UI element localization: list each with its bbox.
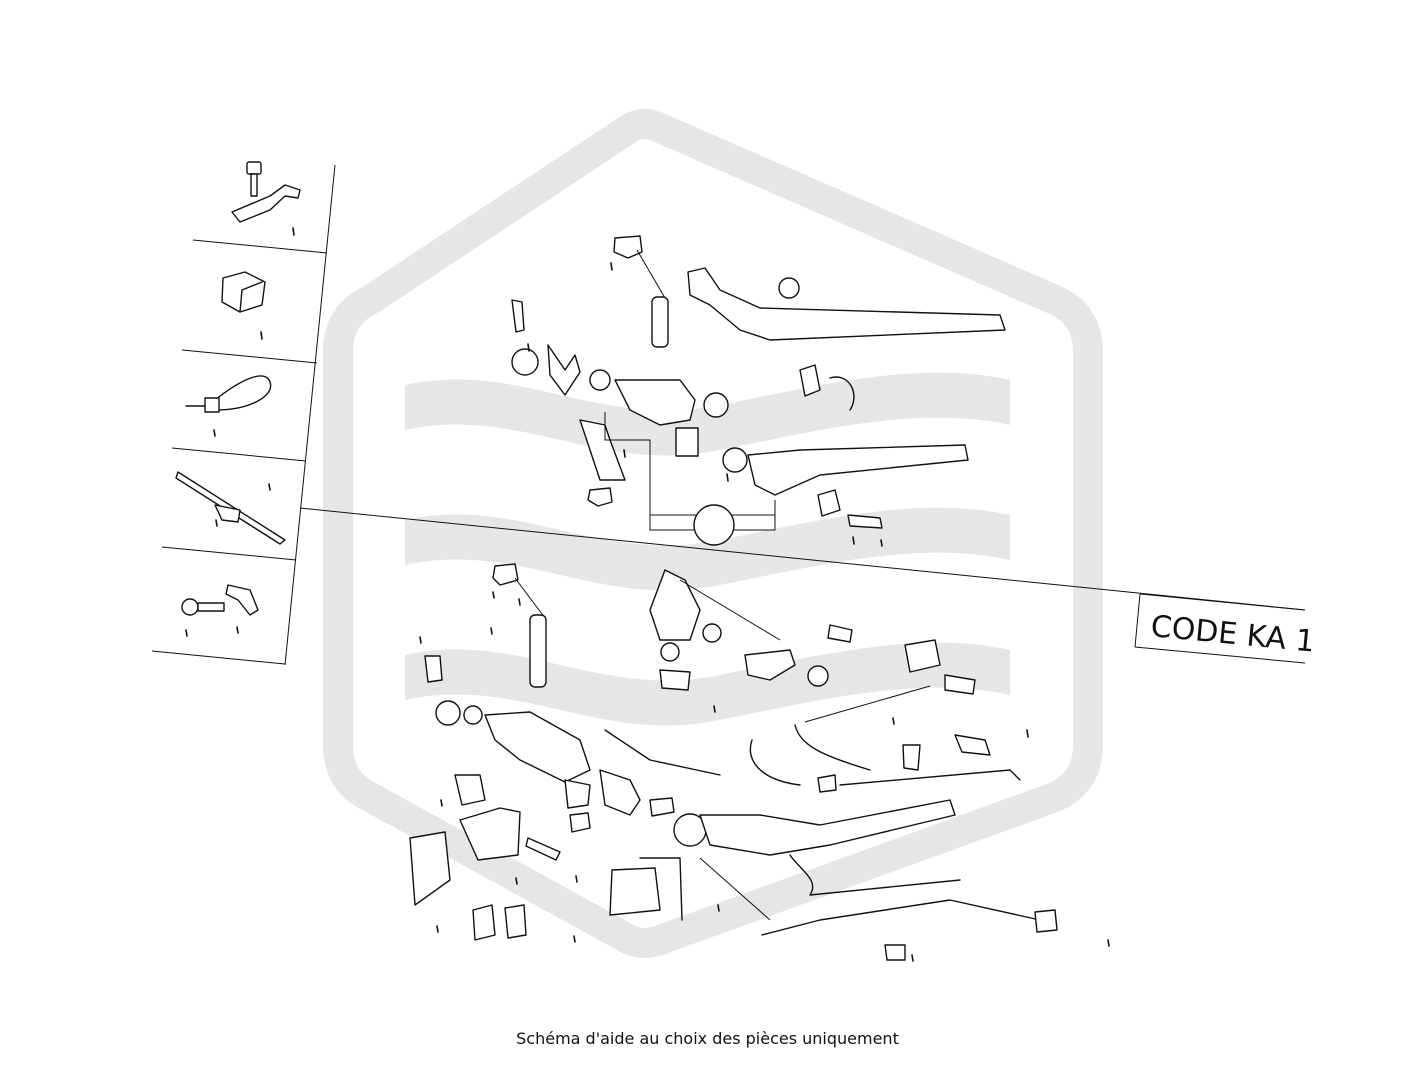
dpf-pipe-upper [747,444,969,496]
grommet-lower [454,774,486,806]
rubber-mount-lower-2 [504,904,527,939]
stud-lower [424,655,443,683]
bolt-bracket-part [231,161,301,223]
mounting-plate-lower [649,569,701,641]
lower-exhaust-assembly [409,563,1058,961]
diagram-caption: Schéma d'aide au choix des pièces unique… [516,1029,899,1048]
bracket-plate-lower [409,831,451,906]
bolt-lower-1 [827,624,853,643]
support-bracket-upper [579,419,626,481]
egr-valve-lower [744,649,796,681]
rubber-hanger-upper [817,489,841,517]
pipe-bracket-lower [609,867,661,916]
heat-shield-strip-part [175,471,286,545]
lambda-sensor-upper [651,296,669,348]
heat-shield-bracket-lower [459,807,521,861]
bolt-washer-part [181,584,259,616]
clamp-lower [904,639,941,673]
dpf-pipe-lower [699,799,956,856]
gasket-ring-upper [778,277,800,299]
clamp-ring-lower [435,700,461,726]
bolt-lower-2 [944,674,976,695]
lambda-sensor-lower [529,614,547,688]
clip-part [221,271,266,313]
sensor-mount-upper [675,427,699,457]
stud-upper [511,299,525,333]
code-box: CODE KA 1 [1134,593,1316,664]
downpipe-upper [687,267,1006,341]
pipe-rod-lower [839,769,1021,786]
cable-tie-part [185,375,272,413]
rubber-mount-lower-1 [472,904,496,941]
sensor-connector-lower-2 [1034,909,1058,933]
bracket-fork-upper [547,344,581,396]
code-label: CODE KA 1 [1149,609,1316,660]
clamp-ring-upper [511,348,539,376]
flex-pipe-lower [599,769,641,816]
catalyst-upper [614,379,696,426]
sensor-connector-upper [613,235,643,259]
sensor-connector-lower [492,563,519,586]
upper-exhaust-assembly [511,235,1006,546]
reference-line [299,507,1306,611]
reference-ticks [185,227,1110,962]
catalyst-lower [484,711,591,783]
bolt-lower-3 [525,837,561,861]
side-parts-panel [151,161,336,666]
